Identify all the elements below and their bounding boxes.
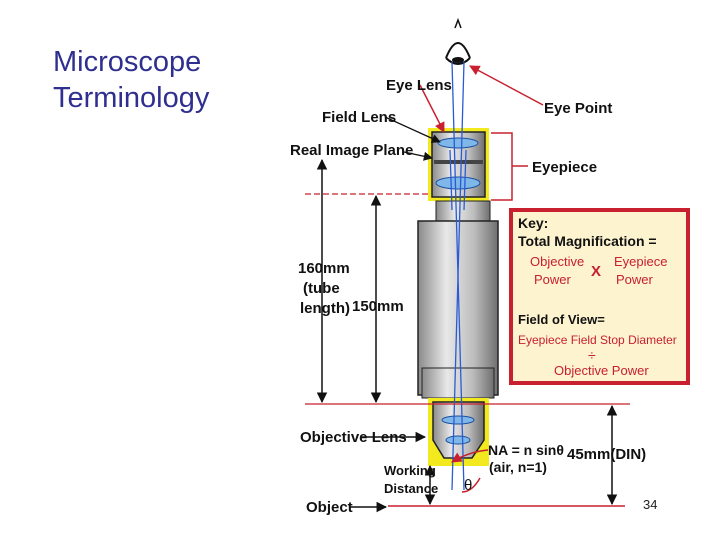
label-field-lens: Field Lens [322, 109, 396, 126]
label-eye-point: Eye Point [544, 100, 612, 117]
label-theta: θ [464, 477, 472, 494]
objective-housing [428, 398, 489, 466]
label-real-image-plane: Real Image Plane [290, 142, 413, 159]
label-na-formula: NA = n sinθ [488, 442, 564, 458]
label-distance: Distance [384, 481, 438, 496]
label-working: Working [384, 463, 436, 478]
key-title: Key: [518, 215, 548, 231]
key-objective-power-full: Objective Power [554, 363, 649, 378]
key-times: X [591, 263, 601, 280]
label-object: Object [306, 499, 353, 516]
slide-title: Microscope Terminology [53, 44, 209, 116]
title-line-2: Terminology [53, 82, 210, 114]
key-objective-power-2: Power [534, 272, 572, 287]
key-eyepiece-power-2: Power [616, 272, 654, 287]
key-objective-power-1: Objective [530, 254, 584, 269]
key-field-stop: Eyepiece Field Stop Diameter [518, 333, 677, 347]
key-eyepiece-power-1: Eyepiece [614, 254, 667, 269]
leader-arrows [350, 65, 544, 513]
dimension-lines [305, 158, 630, 506]
eyepiece-bracket [491, 132, 528, 201]
label-tube-160mm: 160mm [298, 260, 350, 277]
label-eyepiece: Eyepiece [532, 159, 597, 176]
key-divide: ÷ [588, 347, 596, 363]
eyepiece-housing [428, 128, 491, 222]
label-150mm: 150mm [352, 298, 404, 315]
label-tube-word: (tube [303, 280, 340, 297]
label-na-air: (air, n=1) [489, 459, 547, 475]
tube-collar [421, 367, 495, 399]
label-objective-lens: Objective Lens [300, 429, 407, 446]
key-box: Key: Total Magnification = Objective Pow… [509, 208, 690, 385]
label-tube-length: length) [300, 300, 350, 317]
light-path [449, 61, 467, 491]
key-field-of-view: Field of View= [518, 312, 605, 327]
title-line-1: Microscope [53, 46, 202, 78]
key-total-magnification: Total Magnification = [518, 233, 657, 249]
label-45mm-din: 45mm(DIN) [567, 446, 646, 463]
page-number: 34 [643, 497, 658, 512]
label-eye-lens: Eye Lens [386, 77, 452, 94]
eye-icon [445, 17, 471, 65]
